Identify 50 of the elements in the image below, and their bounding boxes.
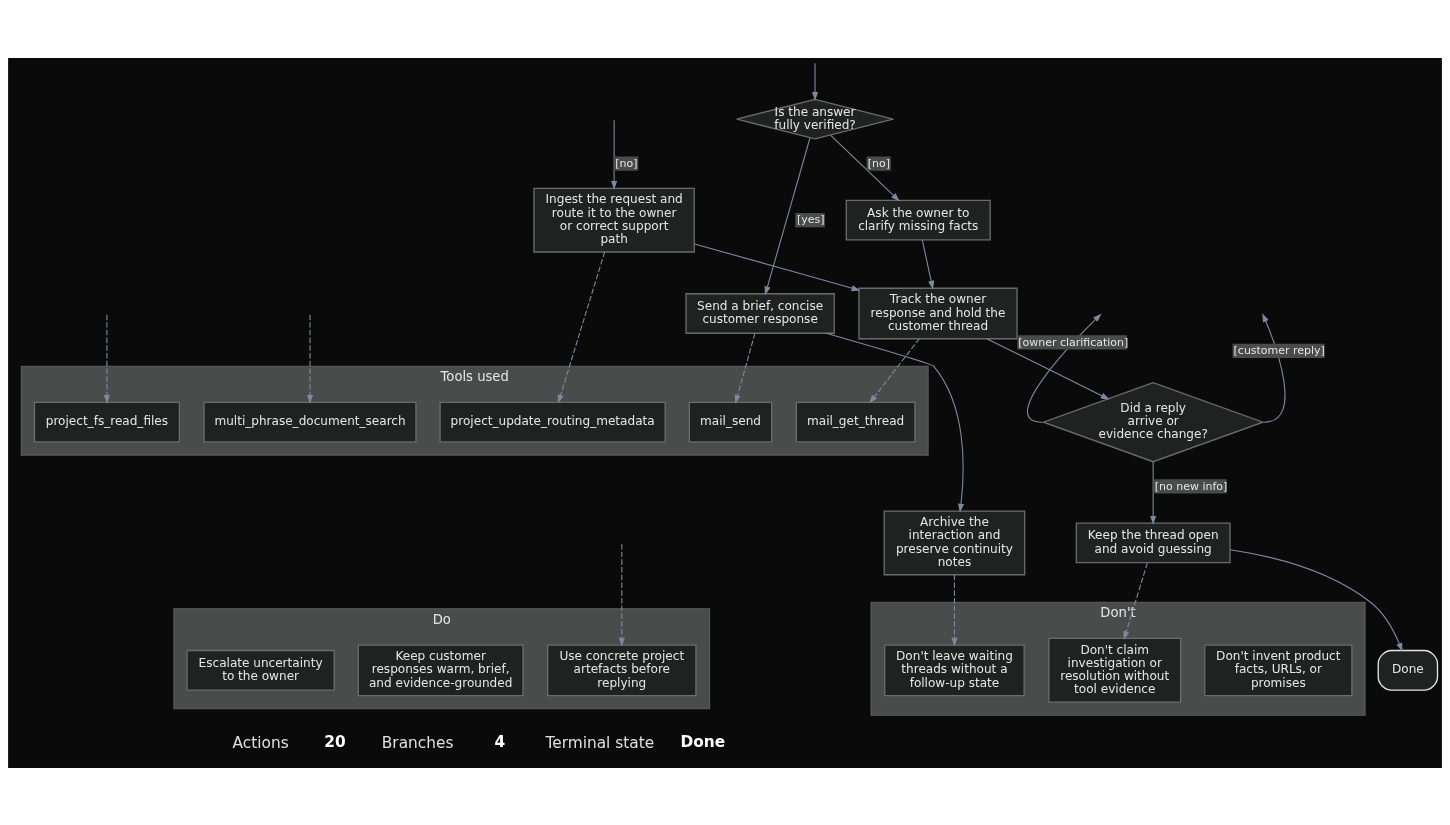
arrow [764,136,811,295]
label: 20 [324,732,346,751]
arrow [694,242,861,291]
arrow [986,337,1110,400]
node-box: Keep customer responses warm, brief, and evidence-grounded [357,643,524,696]
node-box: Ingest the request and route it to the owner or correct support path [533,187,695,253]
edge-label: [owner clarification] [1018,335,1129,349]
arrow [611,119,618,190]
arrow [1123,562,1148,640]
arrow [103,313,110,404]
arrow [825,332,965,513]
node-box: mail_get_thread [795,401,916,443]
node-box: project_update_routing_metadata [439,401,666,443]
node-box: Done [1377,649,1439,691]
arrow [734,332,756,404]
node-box: Don't leave waiting threads without a follow-up state [884,643,1025,696]
edge-label: [no new info] [1154,479,1228,493]
node-box: Don't claim investigation or resolution without tool evidence [1048,637,1182,703]
label: Actions [232,733,289,752]
edge-label: [yes] [796,212,825,226]
edge-label: [no] [615,156,638,170]
node-box: multi_phrase_document_search [203,401,417,443]
arrow [1262,312,1286,423]
node-box: Ask the owner to clarify missing facts [845,199,991,241]
arrow [618,543,625,646]
edge-label: [customer reply] [1233,343,1325,357]
arrow [557,251,606,404]
node-box: project_fs_read_files [33,401,181,443]
arrow [811,62,819,101]
edge-label: [no] [867,156,890,170]
node-diamond: Is the answer fully verified? [736,98,894,140]
label: 4 [494,732,506,751]
node-box: Send a brief, concise customer response [685,292,835,334]
node-box: mail_send [688,401,773,443]
arrow [830,134,900,201]
node-diamond: Did a reply arrive or evidence change? [1041,381,1265,462]
arrow [1229,548,1403,652]
node-box: Escalate uncertainty to the owner [186,649,335,691]
arrow [921,239,935,290]
arrow [306,313,314,404]
arrow [869,337,920,404]
label: Done [680,732,726,751]
node-box: Keep the thread open and avoid guessing [1075,522,1231,563]
node-box: Don't invent product facts, URLs, or promises [1204,643,1353,696]
node-box: Archive the interaction and preserve continuity notes [883,509,1026,575]
node-box: Use concrete project artefacts before replying [547,643,697,696]
arrow [951,573,958,647]
label: Terminal state [545,733,655,752]
node-box: Track the owner response and hold the customer thread [858,287,1018,339]
label: Branches [381,733,454,752]
